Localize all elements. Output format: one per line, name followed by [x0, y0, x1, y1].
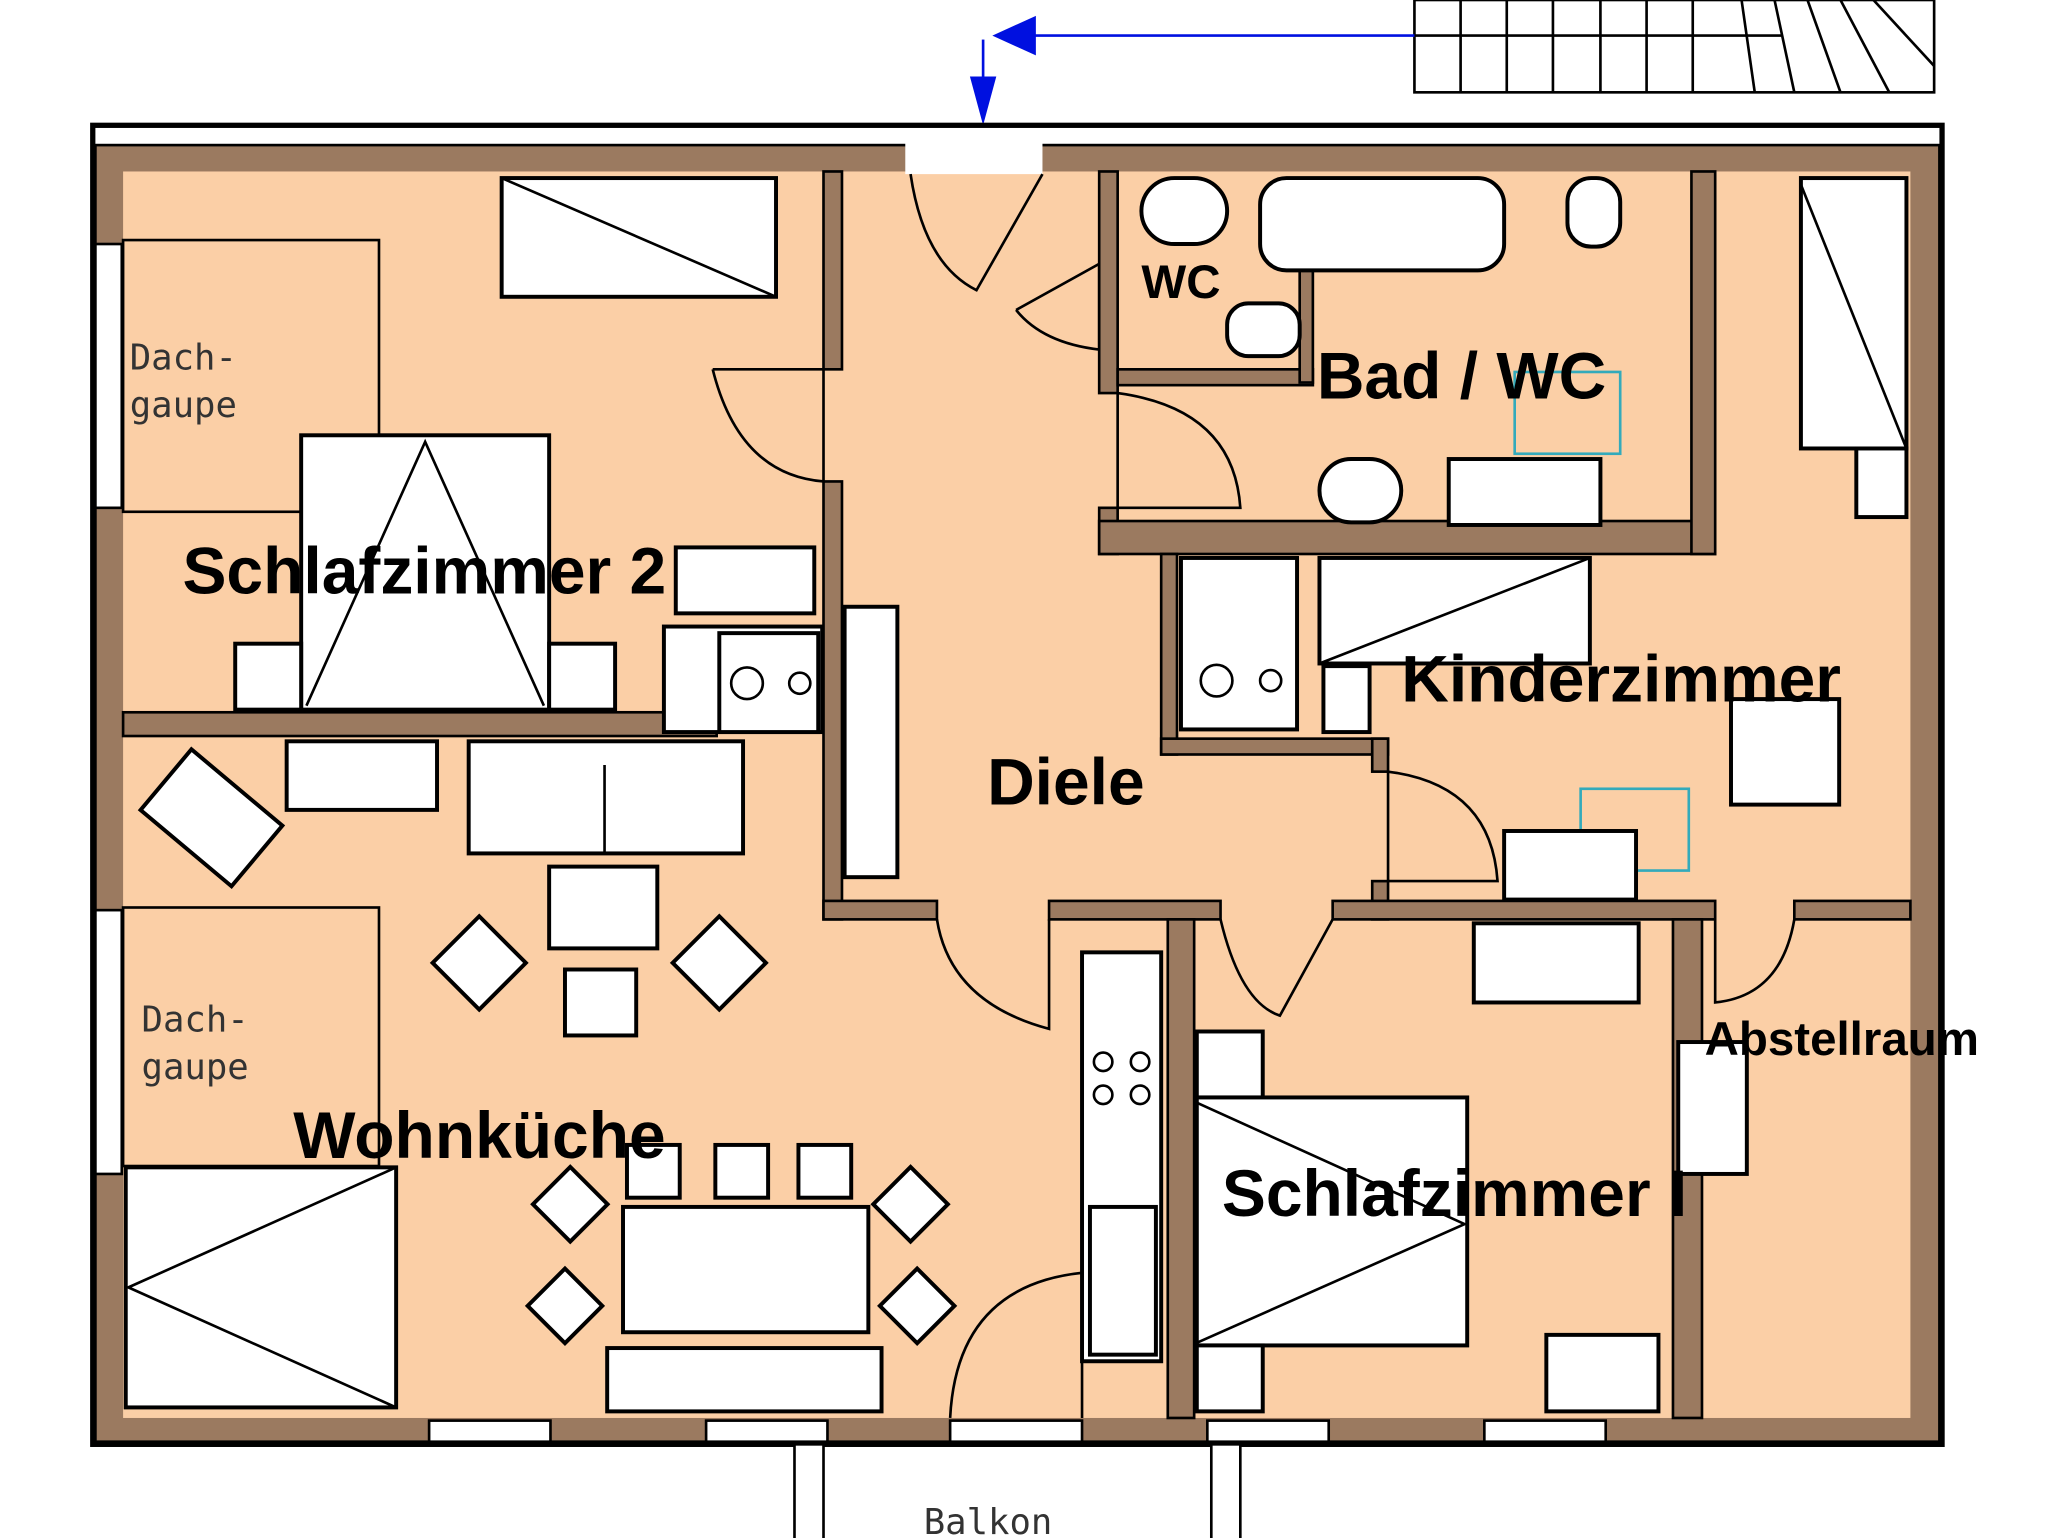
dormer-label-bottom-line2: gaupe	[142, 1047, 249, 1088]
interior-walls	[121, 170, 1912, 1420]
furniture	[123, 176, 1909, 1414]
dormer-label-top-line1: Dach-	[130, 337, 237, 378]
balcony-label: Balkon	[924, 1502, 1053, 1538]
room-label-bad: Bad / WC	[1317, 338, 1606, 412]
dormer-label-bottom-line1: Dach-	[142, 999, 249, 1040]
room-label-wc: WC	[1141, 256, 1220, 309]
room-label-schlafzimmer1: Schlafzimmer I	[1222, 1156, 1687, 1230]
room-label-abstellraum: Abstellraum	[1705, 1013, 1979, 1066]
room-label-kinderzimmer: Kinderzimmer	[1401, 642, 1841, 716]
dormer-label-top-line2: gaupe	[130, 385, 237, 426]
room-label-schlafzimmer2: Schlafzimmer 2	[182, 534, 666, 608]
windows	[94, 242, 1608, 1444]
room-label-diele: Diele	[987, 745, 1145, 819]
balcony: Balkon	[793, 1443, 1242, 1538]
staircase	[1413, 0, 1936, 94]
room-label-wohnkueche: Wohnküche	[293, 1098, 665, 1172]
doors	[711, 173, 1796, 1419]
entrance-arrow-icon	[969, 15, 1415, 126]
